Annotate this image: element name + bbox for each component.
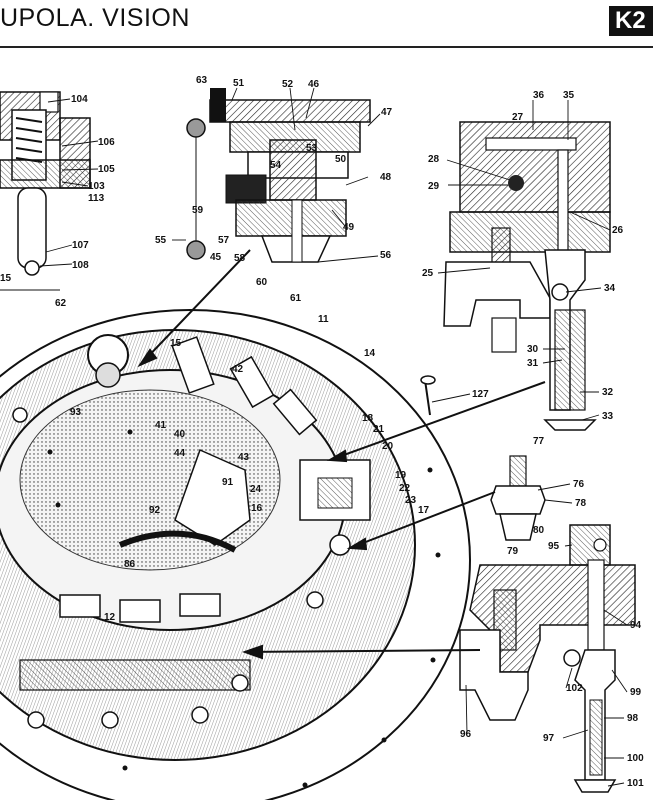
- callout-15b: 15: [170, 338, 182, 349]
- callout-32: 32: [602, 387, 614, 398]
- callout-59: 59: [192, 205, 204, 216]
- callout-62: 62: [55, 298, 67, 309]
- plunger-detail: [0, 91, 91, 291]
- callout-36: 36: [533, 90, 545, 101]
- callout-51: 51: [233, 78, 245, 89]
- callout-77: 77: [533, 436, 545, 447]
- callout-49: 49: [343, 222, 355, 233]
- callout-46: 46: [308, 79, 320, 90]
- callout-21: 21: [373, 424, 385, 435]
- lock-mechanism-detail: [443, 121, 611, 431]
- callout-86: 86: [124, 559, 136, 570]
- callout-94: 94: [630, 620, 642, 631]
- callout-22: 22: [399, 483, 411, 494]
- callout-23: 23: [405, 495, 417, 506]
- callout-108: 108: [72, 260, 89, 271]
- callout-labels: 104 106 105 103 113 107 108 15 63 51 52 …: [0, 75, 644, 789]
- callout-33: 33: [602, 411, 614, 422]
- callout-103: 103: [88, 181, 105, 192]
- callout-80: 80: [533, 525, 545, 536]
- callout-24: 24: [250, 484, 262, 495]
- callout-52: 52: [282, 79, 294, 90]
- callout-95: 95: [548, 541, 560, 552]
- callout-43: 43: [238, 452, 250, 463]
- callout-79: 79: [507, 546, 519, 557]
- callout-35: 35: [563, 90, 575, 101]
- callout-44: 44: [174, 448, 186, 459]
- callout-30: 30: [527, 344, 539, 355]
- callout-93: 93: [70, 407, 82, 418]
- callout-96: 96: [460, 729, 472, 740]
- arrows: [137, 249, 546, 660]
- bracket-detail: [459, 524, 636, 793]
- callout-101: 101: [627, 778, 644, 789]
- leader-lines: [39, 87, 628, 787]
- callout-56: 56: [380, 250, 392, 261]
- callout-41: 41: [155, 420, 167, 431]
- callout-106: 106: [98, 137, 115, 148]
- header-rule: [0, 46, 653, 48]
- callout-99: 99: [630, 687, 642, 698]
- cupola-ring-assembly: [0, 309, 471, 800]
- page-header: UPOLA. VISION K2: [0, 0, 653, 44]
- callout-63: 63: [196, 75, 208, 86]
- callout-97: 97: [543, 733, 555, 744]
- callout-29: 29: [428, 181, 440, 192]
- callout-107: 107: [72, 240, 89, 251]
- callout-31: 31: [527, 358, 539, 369]
- callout-60: 60: [256, 277, 268, 288]
- callout-28: 28: [428, 154, 440, 165]
- callout-91: 91: [222, 477, 234, 488]
- cupola-drive-detail: [186, 88, 371, 263]
- callout-57: 57: [218, 235, 230, 246]
- callout-42: 42: [232, 364, 244, 375]
- callout-102: 102: [566, 683, 583, 694]
- callout-14: 14: [364, 348, 376, 359]
- callout-17: 17: [418, 505, 430, 516]
- callout-18: 18: [362, 413, 374, 424]
- callout-27: 27: [512, 112, 524, 123]
- callout-58: 58: [234, 253, 246, 264]
- callout-50: 50: [335, 154, 347, 165]
- callout-105: 105: [98, 164, 115, 175]
- callout-76: 76: [573, 479, 585, 490]
- callout-98: 98: [627, 713, 639, 724]
- callout-19: 19: [395, 470, 407, 481]
- callout-15a: 15: [0, 273, 12, 284]
- callout-104: 104: [71, 94, 88, 105]
- page-title: UPOLA. VISION: [0, 4, 190, 32]
- callout-92: 92: [149, 505, 161, 516]
- callout-47: 47: [381, 107, 393, 118]
- callout-25: 25: [422, 268, 434, 279]
- callout-16: 16: [251, 503, 263, 514]
- callout-55: 55: [155, 235, 167, 246]
- callout-20: 20: [382, 441, 394, 452]
- callout-45: 45: [210, 252, 222, 263]
- callout-78: 78: [575, 498, 587, 509]
- callout-12: 12: [104, 612, 116, 623]
- stud-detail: [490, 455, 546, 541]
- callout-34: 34: [604, 283, 616, 294]
- callout-54: 54: [270, 160, 282, 171]
- callout-26: 26: [612, 225, 624, 236]
- callout-11: 11: [318, 314, 329, 325]
- callout-127: 127: [472, 389, 489, 400]
- callout-100: 100: [627, 753, 644, 764]
- callout-113: 113: [88, 193, 105, 204]
- callout-48: 48: [380, 172, 392, 183]
- callout-40: 40: [174, 429, 186, 440]
- callout-61: 61: [290, 293, 302, 304]
- page-code-badge: K2: [609, 6, 653, 36]
- callout-53: 53: [306, 143, 318, 154]
